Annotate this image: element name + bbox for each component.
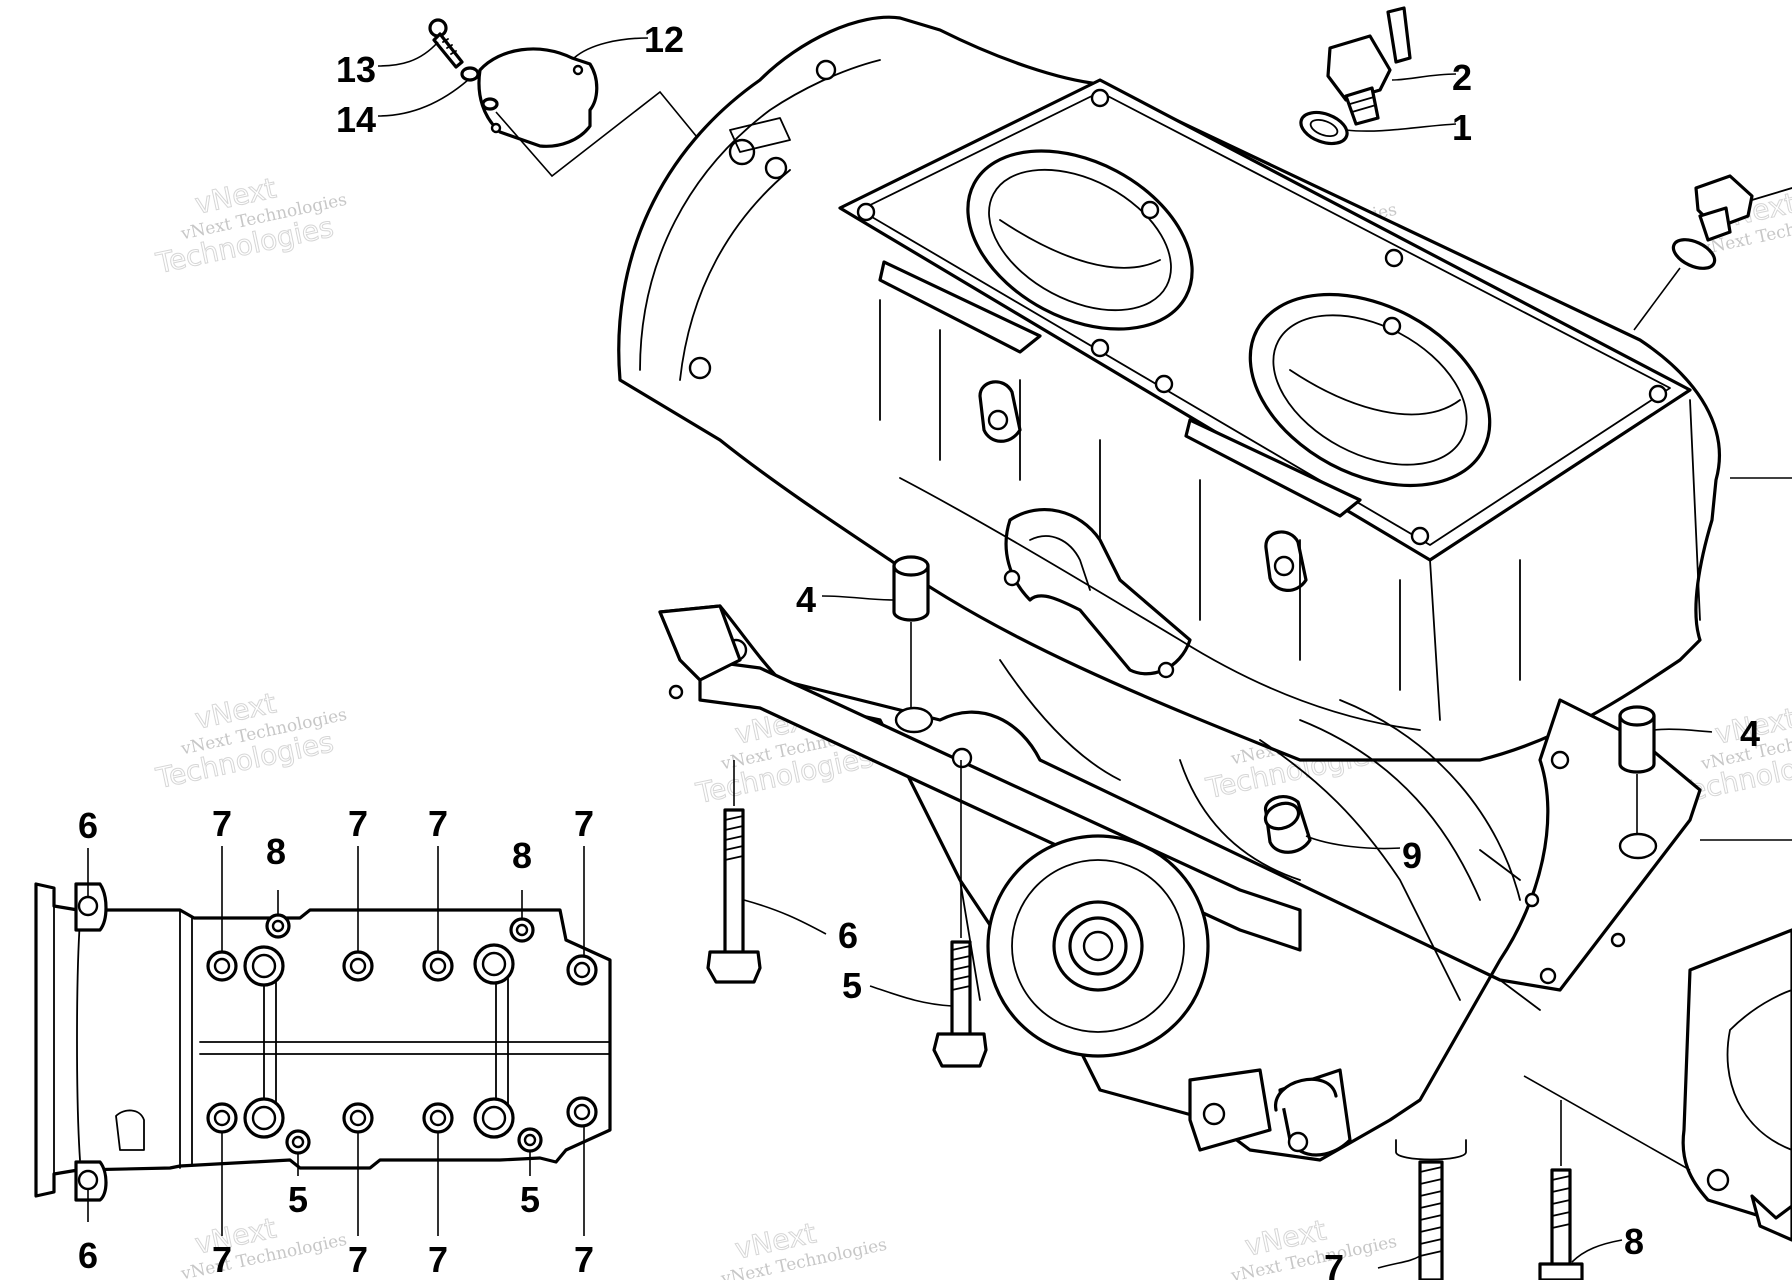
inset-callout-7: 7	[348, 1239, 368, 1280]
gasket-flange-part-right	[1523, 928, 1792, 1242]
bolt-part-13	[428, 18, 464, 69]
sleeve-part-9	[1263, 795, 1312, 854]
lower-crankcase-part	[658, 604, 1702, 1162]
bolt-part-5	[932, 760, 988, 1068]
leader-line-12-assembly	[495, 90, 725, 178]
callout-7-bottom: 7	[1324, 1247, 1344, 1280]
callout-14: 14	[336, 99, 376, 140]
callout-4-left: 4	[796, 579, 816, 620]
watermark: vNext vNext Technologies Technologies	[152, 686, 349, 796]
callout-1: 1	[1452, 107, 1472, 148]
inset-callout-8: 8	[512, 835, 532, 876]
washer-part-14	[460, 66, 499, 111]
leader-lines	[377, 37, 1713, 1269]
inset-crankcase-bolt-pattern	[34, 846, 612, 1236]
inset-callout-6-top: 6	[78, 805, 98, 846]
leader-line-plug	[1633, 267, 1681, 331]
watermark: vNext vNext Technologies Technologies	[152, 171, 349, 281]
dowel-sleeve-part-4-right	[1618, 705, 1658, 860]
callout-6: 6	[838, 915, 858, 956]
inset-callout-8: 8	[266, 831, 286, 872]
inset-callout-7: 7	[212, 1239, 232, 1280]
callout-9: 9	[1402, 835, 1422, 876]
watermark: vNext vNext Technologies	[718, 1216, 888, 1280]
bolt-part-6	[706, 760, 762, 984]
watermark: vNext vNext Technologies	[178, 1211, 348, 1280]
upper-crankcase-part	[617, 15, 1721, 762]
stud-part-7-bottom	[1395, 1139, 1467, 1280]
stud-part-8-bottom	[1538, 1100, 1584, 1280]
inset-callout-7: 7	[574, 803, 594, 844]
cover-plate-part-12	[477, 47, 599, 148]
inset-callout-7: 7	[428, 1239, 448, 1280]
callout-5: 5	[842, 965, 862, 1006]
inset-callout-7: 7	[428, 803, 448, 844]
dowel-sleeve-part-4-left	[892, 555, 934, 734]
callout-12: 12	[644, 19, 684, 60]
callout-13: 13	[336, 49, 376, 90]
inset-callout-7: 7	[348, 803, 368, 844]
watermark: vNext vNext Technologies	[1228, 1213, 1398, 1280]
callout-4-right: 4	[1740, 713, 1760, 754]
inset-callout-7: 7	[212, 803, 232, 844]
callout-2: 2	[1452, 57, 1472, 98]
inset-callout-7: 7	[574, 1239, 594, 1280]
callout-8-bottom: 8	[1624, 1221, 1644, 1262]
fitting-part-2	[1326, 6, 1412, 126]
callout-labels: 13 14 12 2 1 4 4 9 6 5 7 8 6 7 8 7 7 8 7…	[78, 19, 1760, 1280]
inset-callout-5: 5	[288, 1179, 308, 1220]
inset-callout-6-bottom: 6	[78, 1235, 98, 1276]
washer-part-1	[1299, 110, 1349, 146]
inset-callout-5: 5	[520, 1179, 540, 1220]
plug-bolt-right	[1671, 174, 1792, 270]
